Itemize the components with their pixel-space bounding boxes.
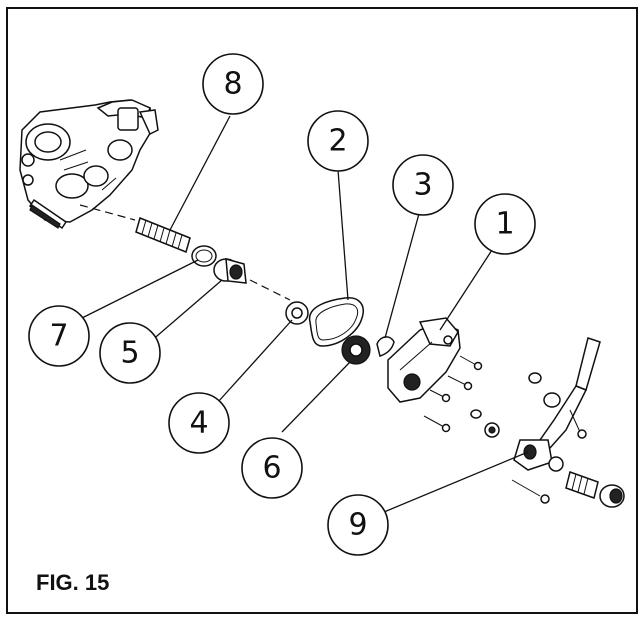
callout-3: 3: [392, 154, 454, 216]
leader-7: [81, 259, 199, 319]
callout-7: 7: [28, 305, 90, 367]
leader-9: [383, 451, 529, 513]
callout-5: 5: [99, 322, 161, 384]
svg-text:1: 1: [495, 207, 514, 242]
leader-3: [384, 209, 421, 339]
lever-assembly-part: [511, 337, 625, 508]
clip-part: [376, 336, 395, 357]
leader-2: [337, 169, 349, 301]
gasket-part: [308, 297, 364, 347]
svg-text:6: 6: [262, 451, 281, 486]
callout-4: 4: [168, 392, 230, 454]
spring-part: [135, 216, 191, 254]
leader-1: [439, 249, 493, 331]
svg-text:7: 7: [49, 319, 68, 354]
svg-text:5: 5: [120, 336, 139, 371]
valve-seat-part: [213, 257, 247, 284]
figure-label: FIG. 15: [36, 570, 109, 595]
leader-4: [217, 319, 293, 403]
o-ring-part: [191, 245, 217, 267]
svg-text:4: 4: [189, 406, 208, 441]
figure-frame: [6, 7, 638, 614]
leader-5: [149, 279, 223, 343]
callout-6: 6: [241, 437, 303, 499]
svg-text:9: 9: [348, 508, 367, 543]
callout-1: 1: [474, 193, 536, 255]
cover-housing-part: [387, 317, 461, 403]
washer-part: [285, 301, 309, 325]
leader-8: [169, 115, 231, 231]
bearing-part: [341, 335, 371, 365]
callout-8: 8: [202, 53, 264, 115]
svg-text:8: 8: [223, 67, 242, 102]
callout-9: 9: [327, 494, 389, 556]
svg-text:2: 2: [328, 124, 347, 159]
svg-text:3: 3: [413, 168, 432, 203]
callout-2: 2: [307, 110, 369, 172]
leader-6: [281, 361, 351, 433]
pump-housing-part: [19, 99, 159, 230]
cover-screws: [423, 355, 500, 438]
